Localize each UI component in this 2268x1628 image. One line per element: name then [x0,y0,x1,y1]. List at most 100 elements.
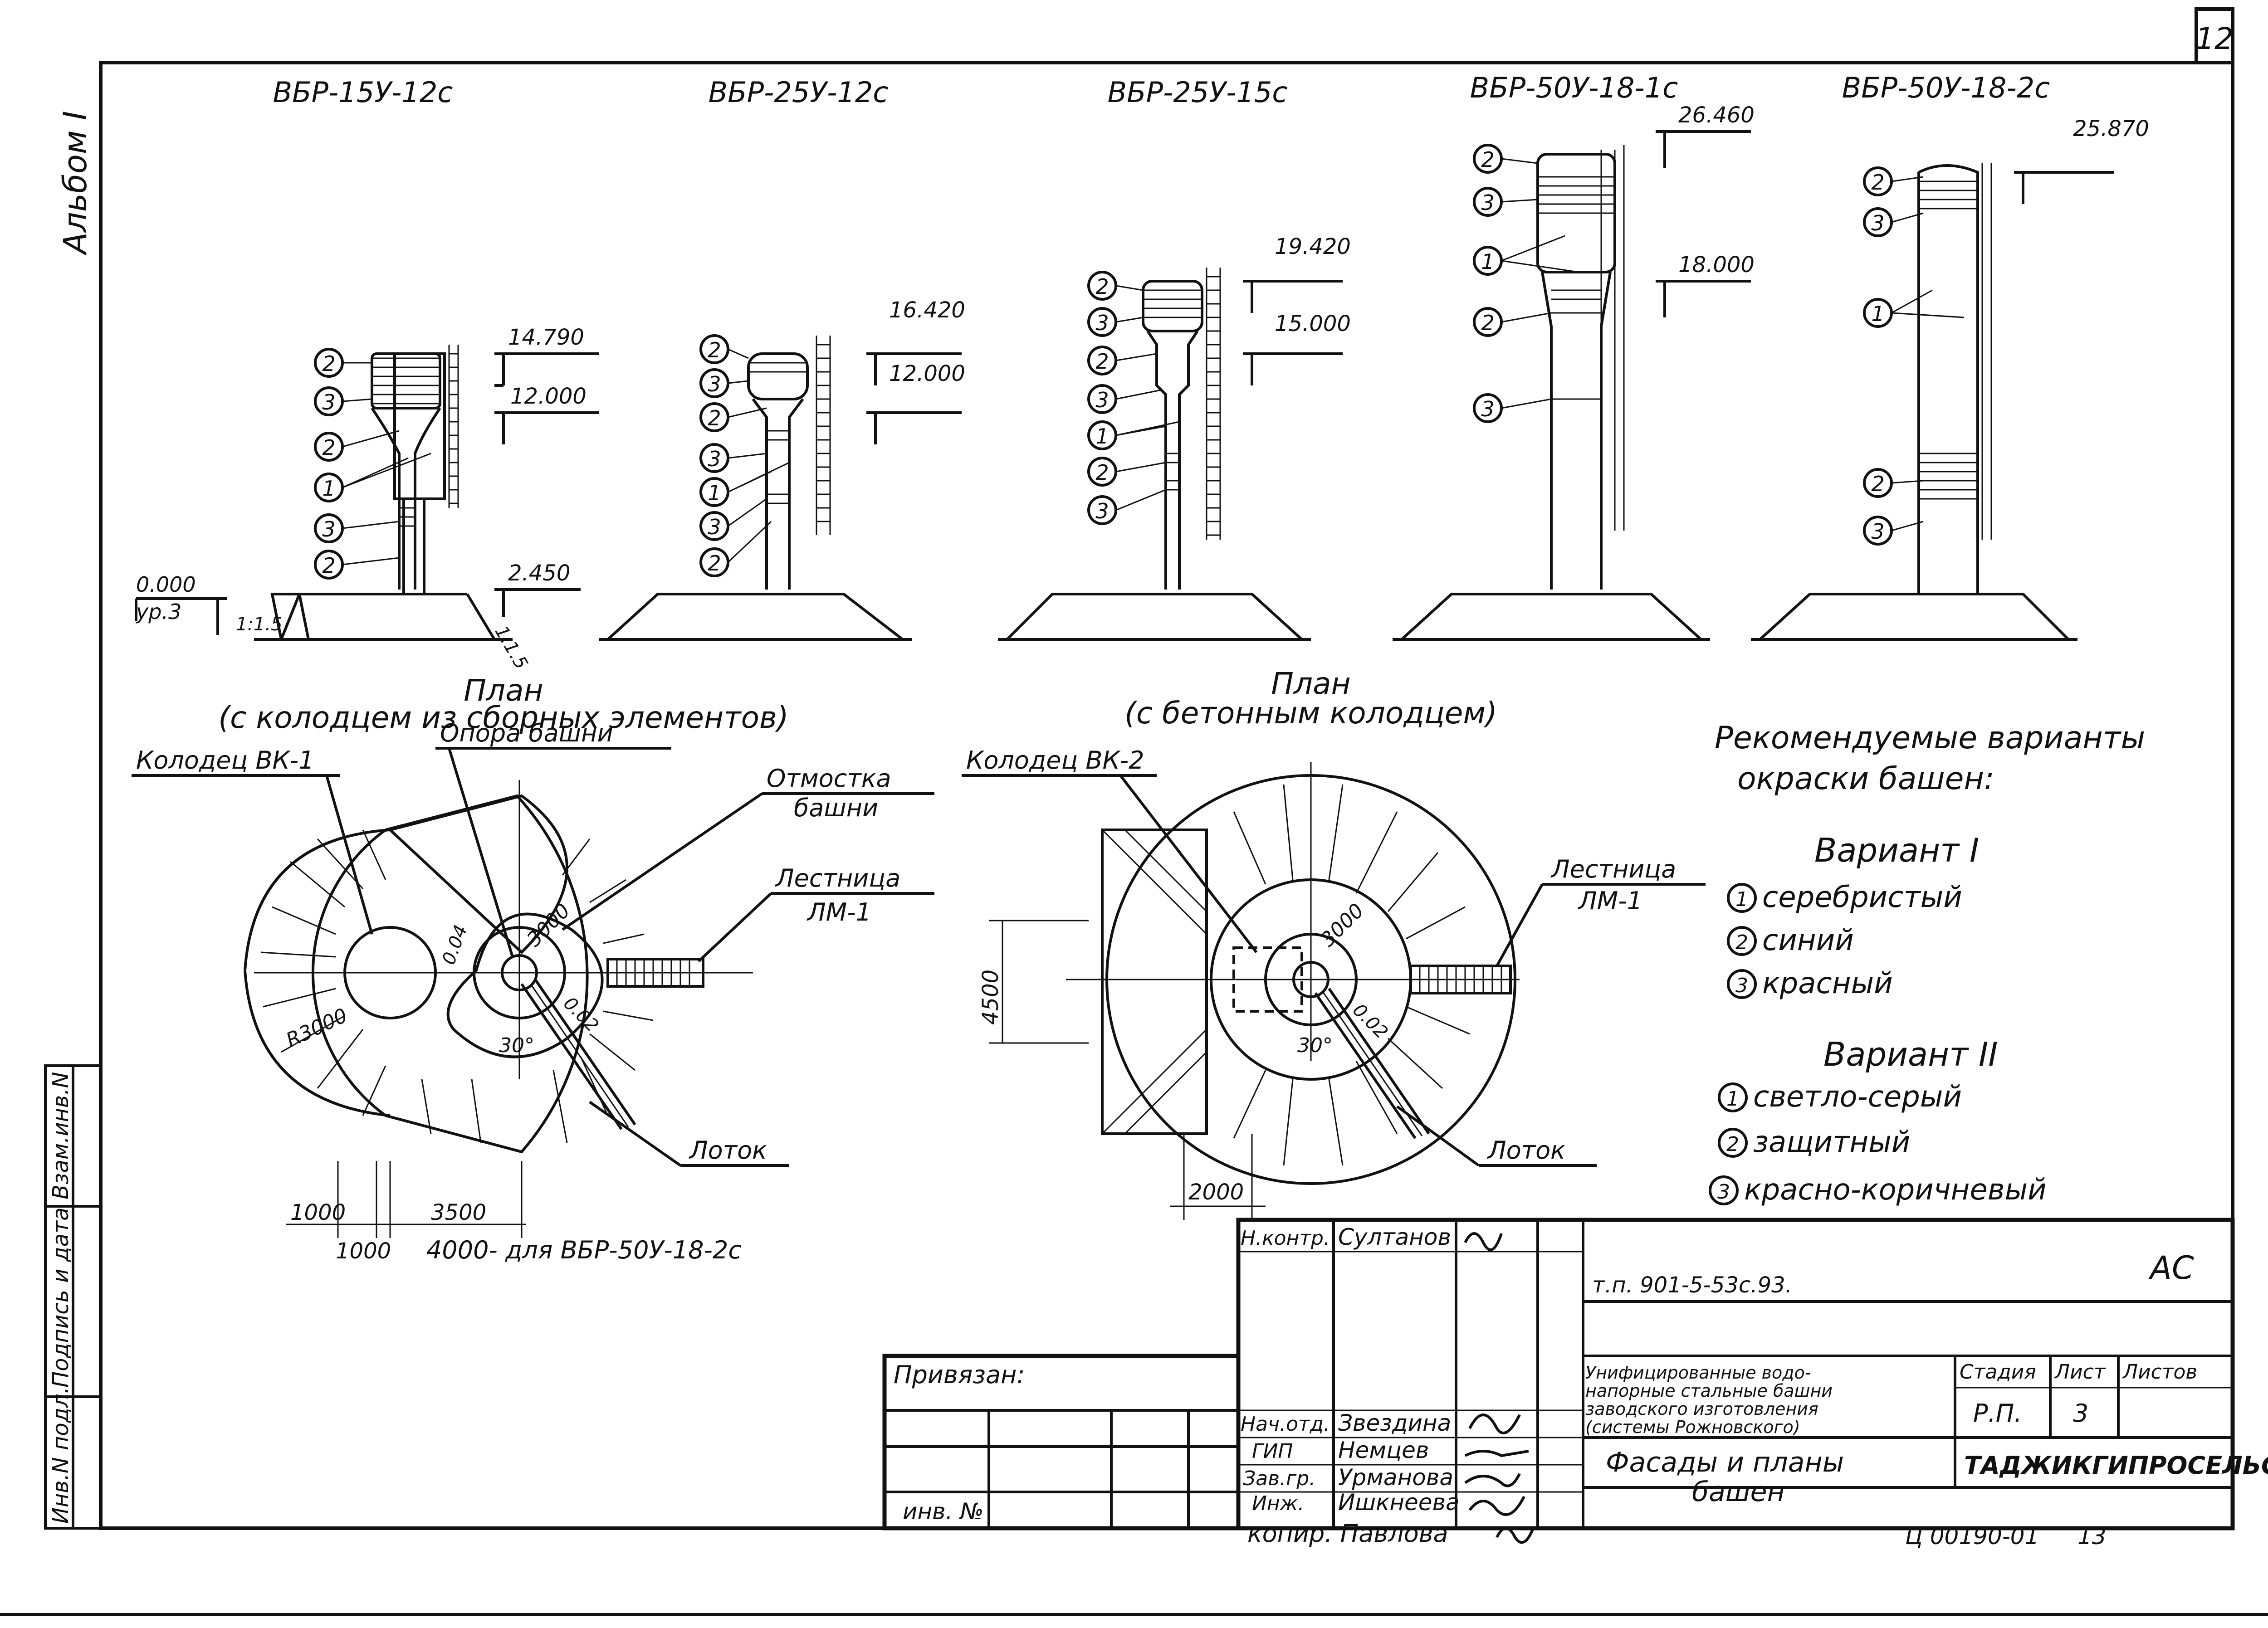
callout-num: 3 [1095,388,1109,412]
paint-options: Рекомендуемые варианты окраски башен: Ва… [1709,720,2145,1207]
dim-4500: 4500 [978,970,1003,1025]
dim-1000a: 1000 [290,1200,346,1225]
v1-color: синий [1762,924,1854,957]
callout-num: 2 [1481,311,1494,335]
callout-num: 1 [708,481,721,505]
side-stamp: Инв.N подл. Подпись и дата Взам.инв.N [44,1064,102,1530]
mark-ground-label: ур.3 [135,600,181,624]
dim-2000: 2000 [1188,1180,1244,1205]
callout-num: 1 [1481,249,1494,274]
callout-num: 3 [1871,519,1884,544]
tower-elevation-1: ВБР-15У-12с 14.790 12.000 2.450 0.000 ур… [135,76,599,673]
callout-num: 3 [1871,211,1884,235]
tb-org: ТАДЖИКГИПРОСЕЛЬСТРОЙ [1964,1451,2268,1480]
callout-num: 2 [1095,349,1109,374]
v1-num: 3 [1735,974,1748,997]
apron-label-1: Отмостка [767,764,891,793]
inv-label: инв. № [903,1498,983,1525]
v2-color: красно-коричневый [1744,1173,2047,1207]
plan-1: План (с колодцем из сборных элементов) К… [132,673,934,1264]
callout-num: 1 [1871,302,1884,326]
slope-left: 1:1.5 [236,614,283,635]
callouts: 2 3 2 3 1 3 2 [699,334,790,577]
mark-ground: 0.000 [136,572,196,597]
callout-num: 3 [708,515,721,539]
well-label: Колодец ВК-1 [136,746,314,775]
tb-role: ГИП [1252,1440,1293,1463]
callout-num: 2 [322,435,335,460]
slope-right: 1:1.5 [490,622,532,673]
plan-subtitle: (с колодцем из сборных элементов) [218,700,788,735]
tb-role: Н.контр. [1241,1227,1330,1250]
tray-label: Лоток [689,1136,767,1165]
paint-heading-2: окраски башен: [1737,761,1994,797]
tower-elevation-2: ВБР-25У-12с 16.420 12.000 2 3 2 3 1 3 2 [599,76,965,641]
ladder-label-1: Лестница [775,864,900,892]
ladder-label-2: ЛМ-1 [807,898,871,926]
paint-heading-1: Рекомендуемые варианты [1715,720,2145,756]
tb-desc: (системы Рожновского) [1585,1417,1800,1437]
mark-top: 19.420 [1275,234,1351,259]
tb-desc: заводского изготовления [1585,1399,1818,1419]
tb-bottom-code: Ц 00190-01 [1905,1523,2039,1550]
dim-angle: 30° [1297,1034,1333,1057]
tb-name: Султанов [1338,1224,1451,1250]
callout-num: 3 [1481,397,1494,421]
tb-name: Звездина [1338,1410,1451,1436]
v2-num: 1 [1726,1087,1739,1111]
callout-num: 1 [1095,424,1109,448]
mark-mid: 12.000 [510,384,587,409]
tower-title: ВБР-25У-15с [1108,76,1288,109]
dim-angle: 30° [499,1034,534,1057]
binding-block: Привязан: инв. № [882,1354,1241,1531]
callouts: 2 3 2 1 3 2 [314,348,431,580]
dim-3000: 3000 [1316,899,1369,951]
stamp-sign-date: Подпись и дата [48,1207,73,1388]
callout-num: 1 [322,476,335,501]
mark-low: 2.450 [508,561,570,586]
privyazan-label: Привязан: [894,1360,1025,1389]
callout-num: 2 [1871,170,1884,195]
tb-role: Инж. [1252,1492,1304,1515]
tower-elevation-5: ВБР-50У-18-2с 25.870 2 3 1 2 3 [1751,71,2149,641]
callout-num: 3 [322,517,335,541]
tb-drawing-title-2: башен [1692,1476,1785,1508]
callout-num: 2 [1871,472,1884,496]
tb-doc: т.п. 901-5-53с.93. [1592,1272,1792,1298]
tb-sheets-h: Листов [2122,1360,2197,1384]
album-label: Альбом I [57,111,94,256]
tb-name: Немцев [1338,1437,1429,1463]
mark-mid: 18.000 [1678,252,1755,278]
v2-color: светло-серый [1753,1080,1962,1114]
stamp-inv: Инв.N подл. [48,1387,73,1524]
sheet-number: 12 [2195,21,2234,56]
callout-num: 2 [1095,460,1109,485]
ladder-label-1: Лестница [1550,855,1676,883]
mark-top: 14.790 [508,325,584,350]
callout-num: 3 [1095,311,1109,335]
v1-color: серебристый [1762,881,1962,914]
mark-top: 25.870 [2073,116,2149,141]
callouts: 2 3 1 2 3 [1473,144,1579,423]
mark-top: 26.460 [1678,102,1755,128]
tb-bottom-num: 13 [2077,1523,2107,1550]
variant-2-title: Вариант II [1823,1035,1998,1073]
callout-num: 3 [708,447,721,471]
tb-stage-h: Стадия [1960,1360,2036,1384]
sheet-number-box [2195,7,2234,64]
plan-title: План [464,673,543,708]
v1-color: красный [1762,967,1893,1000]
tb-sheet: 3 [2073,1399,2088,1428]
tb-name: Урманова [1338,1464,1453,1491]
tb-role: Зав.гр. [1243,1467,1315,1490]
tower-title: ВБР-15У-12с [273,76,453,109]
tower-elevation-4: ВБР-50У-18-1с 26.460 18.000 2 3 1 2 3 [1393,71,1755,641]
callout-num: 2 [708,551,721,575]
mark-mid: 15.000 [1275,311,1351,336]
dim-slope: 0.02 [1349,1000,1392,1043]
tb-sheet-h: Лист [2054,1360,2106,1384]
tb-copier: копир. Павлова [1247,1519,1448,1548]
v2-color: защитный [1753,1126,1910,1159]
title-block: АС т.п. 901-5-53с.93. Унифицированные во… [1236,1218,2268,1550]
support-label: Опора башни [440,719,613,747]
